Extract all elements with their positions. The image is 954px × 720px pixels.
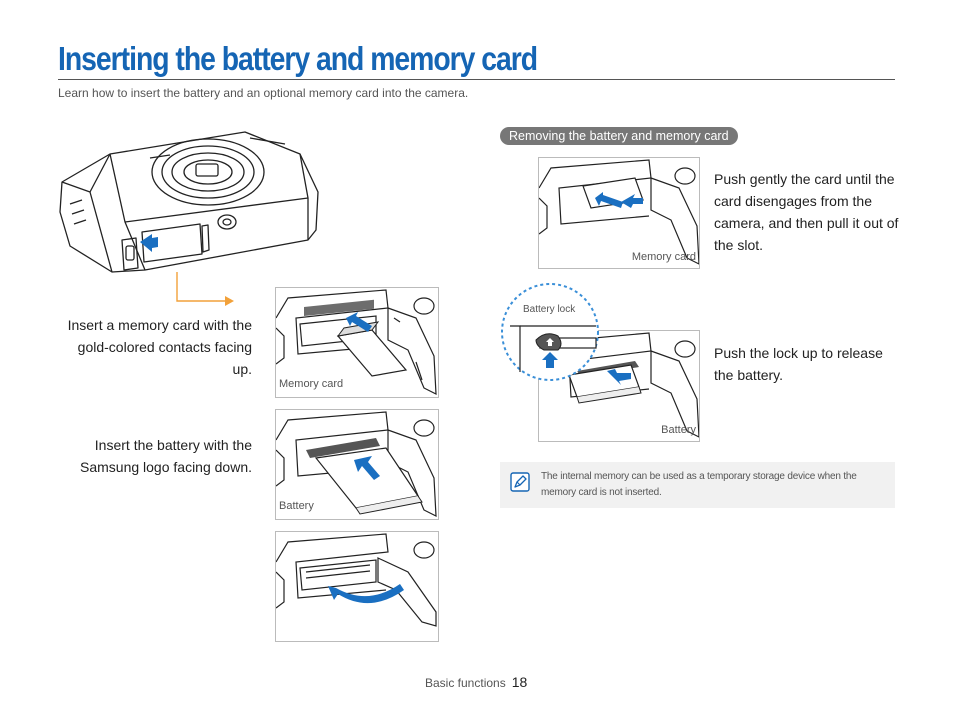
battery-caption: Battery <box>279 500 314 512</box>
battery-lock-caption: Battery lock <box>523 304 576 315</box>
insert-direction-arrow <box>140 234 158 252</box>
close-cover-figure <box>275 531 439 642</box>
memory-card <box>336 329 408 377</box>
section-pill: Removing the battery and memory card <box>500 127 738 145</box>
close-arrow <box>328 584 404 604</box>
guide-line <box>176 272 225 302</box>
remove-step-memory-card: Push gently the card until the card dise… <box>714 171 899 253</box>
page-number: 18 <box>511 674 528 690</box>
insert-step-battery: Insert the battery with the Samsung logo… <box>80 437 252 475</box>
page-footer: Basic functions 18 <box>425 674 527 690</box>
remove-memory-card-figure: Memory card <box>538 157 700 269</box>
push-arrow <box>621 194 643 208</box>
pull-arrow <box>595 192 623 208</box>
page-title: Inserting the battery and memory card <box>58 40 538 77</box>
note-pencil-icon <box>510 472 530 492</box>
lock-up-arrow <box>542 352 558 368</box>
push-arrow <box>354 456 380 480</box>
note-text: The internal memory can be used as a tem… <box>541 471 857 498</box>
page-subtitle: Learn how to insert the battery and an o… <box>58 86 469 100</box>
insert-battery-figure: Battery <box>275 409 439 520</box>
insert-memory-card-figure: Memory card <box>275 287 439 398</box>
camera-illustration <box>59 131 319 306</box>
memory-card-caption: Memory card <box>279 378 344 390</box>
memory-card-caption-remove: Memory card <box>631 251 696 263</box>
guide-arrowhead <box>225 296 234 306</box>
battery-caption-remove: Battery <box>661 424 696 436</box>
battery-lock-zoom <box>501 283 599 381</box>
note-box: The internal memory can be used as a tem… <box>500 462 895 508</box>
push-arrow <box>346 312 372 332</box>
footer-section: Basic functions <box>425 676 506 690</box>
eject-arrow <box>607 369 631 385</box>
title-rule <box>58 79 895 80</box>
insert-step-memory-card: Insert a memory card with the gold-color… <box>67 317 252 377</box>
remove-step-battery: Push the lock up to release the battery. <box>714 345 883 383</box>
